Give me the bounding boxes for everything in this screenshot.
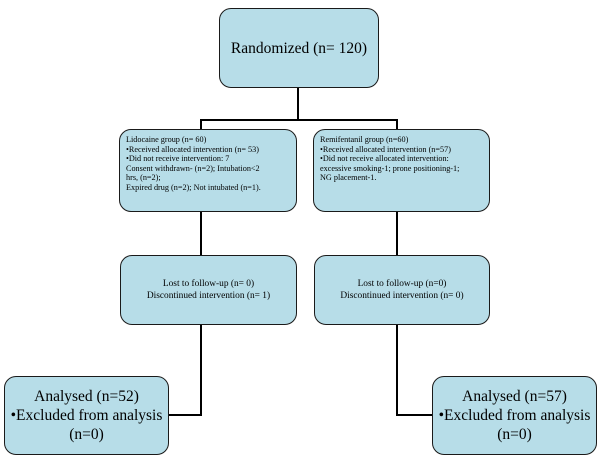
- analysed-right-excluded: •Excluded from analysis: [438, 407, 591, 424]
- remifentanil-group-box: Remifentanil group (n=60) •Received allo…: [313, 129, 490, 212]
- connector-remifentanil-to-followup: [396, 211, 398, 255]
- analysed-right-excluded-count: (n=0): [497, 426, 532, 443]
- analysed-left-excluded: •Excluded from analysis: [10, 407, 163, 424]
- lidocaine-line: Consent withdrawn- (n=2); Intubation<2: [126, 163, 260, 173]
- connector-randomized-down: [297, 87, 299, 120]
- connector-left-followup-down: [200, 324, 202, 416]
- connector-right-to-analysed: [396, 414, 432, 416]
- analysed-right-box: Analysed (n=57) •Excluded from analysis …: [432, 376, 597, 455]
- analysed-right-count: Analysed (n=57): [462, 388, 567, 405]
- lidocaine-line: Expired drug (n=2); Not intubated (n=1).: [126, 182, 261, 192]
- followup-right-lost: Lost to follow-up (n=0): [357, 279, 447, 289]
- connector-horizontal-split: [200, 119, 398, 121]
- connector-left-down: [200, 119, 202, 129]
- randomized-box: Randomized (n= 120): [219, 8, 379, 88]
- followup-left-lost: Lost to follow-up (n= 0): [162, 279, 255, 289]
- followup-left-box: Lost to follow-up (n= 0) Discontinued in…: [120, 255, 297, 325]
- followup-right-discontinued: Discontinued intervention (n= 0): [340, 291, 464, 301]
- lidocaine-line: •Did not receive intervention: 7: [126, 154, 230, 164]
- connector-lidocaine-to-followup: [200, 211, 202, 255]
- remifentanil-line: •Received allocated intervention (n=57): [320, 144, 451, 154]
- followup-right-box: Lost to follow-up (n=0) Discontinued int…: [314, 255, 490, 325]
- analysed-left-count: Analysed (n=52): [34, 388, 139, 405]
- connector-right-down: [396, 119, 398, 129]
- lidocaine-line: hrs, (n=2);: [126, 173, 161, 183]
- lidocaine-line: •Received allocated intervention (n= 53): [126, 144, 259, 154]
- remifentanil-line: Remifentanil group (n=60): [320, 135, 409, 144]
- lidocaine-line: Lidocaine group (n= 60): [126, 135, 207, 144]
- remifentanil-line: NG placement-1.: [320, 173, 377, 183]
- analysed-left-box: Analysed (n=52) •Excluded from analysis …: [4, 376, 169, 455]
- lidocaine-group-box: Lidocaine group (n= 60) •Received alloca…: [119, 129, 297, 212]
- followup-left-discontinued: Discontinued intervention (n= 1): [146, 291, 271, 301]
- randomized-label: Randomized (n= 120): [230, 39, 368, 57]
- analysed-left-excluded-count: (n=0): [69, 426, 104, 443]
- connector-left-to-analysed: [169, 414, 202, 416]
- remifentanil-line: •Did not receive allocated intervention:: [320, 154, 449, 164]
- remifentanil-line: excessive smoking-1; prone positioning-1…: [320, 163, 460, 173]
- connector-right-followup-down: [396, 324, 398, 416]
